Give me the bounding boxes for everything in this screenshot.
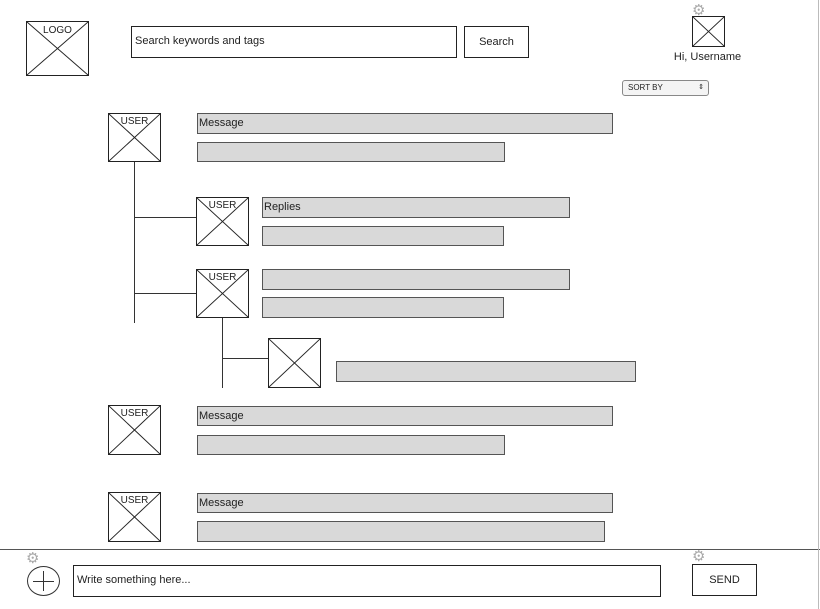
message-field[interactable]: Message <box>197 113 613 134</box>
thread-branch <box>134 293 196 294</box>
nested-reply-field[interactable] <box>336 361 636 382</box>
page-border-right <box>818 0 819 609</box>
search-input[interactable]: Search keywords and tags <box>131 26 457 58</box>
reply-detail <box>262 297 504 318</box>
message-field[interactable]: Message <box>197 493 613 513</box>
logo-label: LOGO <box>43 25 72 36</box>
user-label: USER <box>208 200 237 211</box>
message-detail <box>197 435 505 455</box>
search-input-text: Search keywords and tags <box>135 35 265 47</box>
sort-by-label: SORT BY <box>628 83 663 92</box>
message-detail <box>197 142 505 162</box>
gear-icon[interactable]: ⚙ <box>692 548 706 565</box>
user-label: USER <box>120 495 149 506</box>
search-button[interactable]: Search <box>464 26 529 58</box>
search-button-label: Search <box>479 36 514 48</box>
message-field[interactable]: Message <box>197 406 613 426</box>
thread-line <box>134 161 135 323</box>
user-avatar[interactable]: USER <box>196 269 249 318</box>
user-label: USER <box>120 408 149 419</box>
reply-detail <box>262 226 504 246</box>
reply-field[interactable] <box>262 269 570 290</box>
composer-divider <box>0 549 820 550</box>
thread-line <box>222 317 223 388</box>
message-input[interactable]: Write something here... <box>73 565 661 597</box>
user-avatar[interactable]: USER <box>108 405 161 455</box>
gear-icon[interactable]: ⚙ <box>26 550 40 567</box>
reply-field[interactable]: Replies <box>262 197 570 218</box>
user-label: USER <box>120 116 149 127</box>
user-avatar[interactable]: USER <box>196 197 249 246</box>
image-placeholder-icon[interactable] <box>268 338 321 388</box>
message-detail <box>197 521 605 542</box>
thread-branch <box>134 217 196 218</box>
send-button-label: SEND <box>709 574 740 586</box>
user-label: USER <box>208 272 237 283</box>
logo[interactable]: LOGO <box>26 21 89 76</box>
user-avatar[interactable]: USER <box>108 492 161 542</box>
avatar[interactable] <box>692 16 725 47</box>
thread-branch <box>222 358 268 359</box>
plus-circle-icon[interactable] <box>27 566 60 596</box>
sort-by-select[interactable]: SORT BY ⇕ <box>622 80 709 96</box>
user-avatar[interactable]: USER <box>108 113 161 162</box>
send-button[interactable]: SEND <box>692 564 757 596</box>
select-arrows-icon: ⇕ <box>698 84 704 91</box>
greeting: Hi, Username <box>673 51 742 63</box>
message-input-placeholder: Write something here... <box>77 574 191 586</box>
gear-icon[interactable]: ⚙ <box>692 2 706 19</box>
